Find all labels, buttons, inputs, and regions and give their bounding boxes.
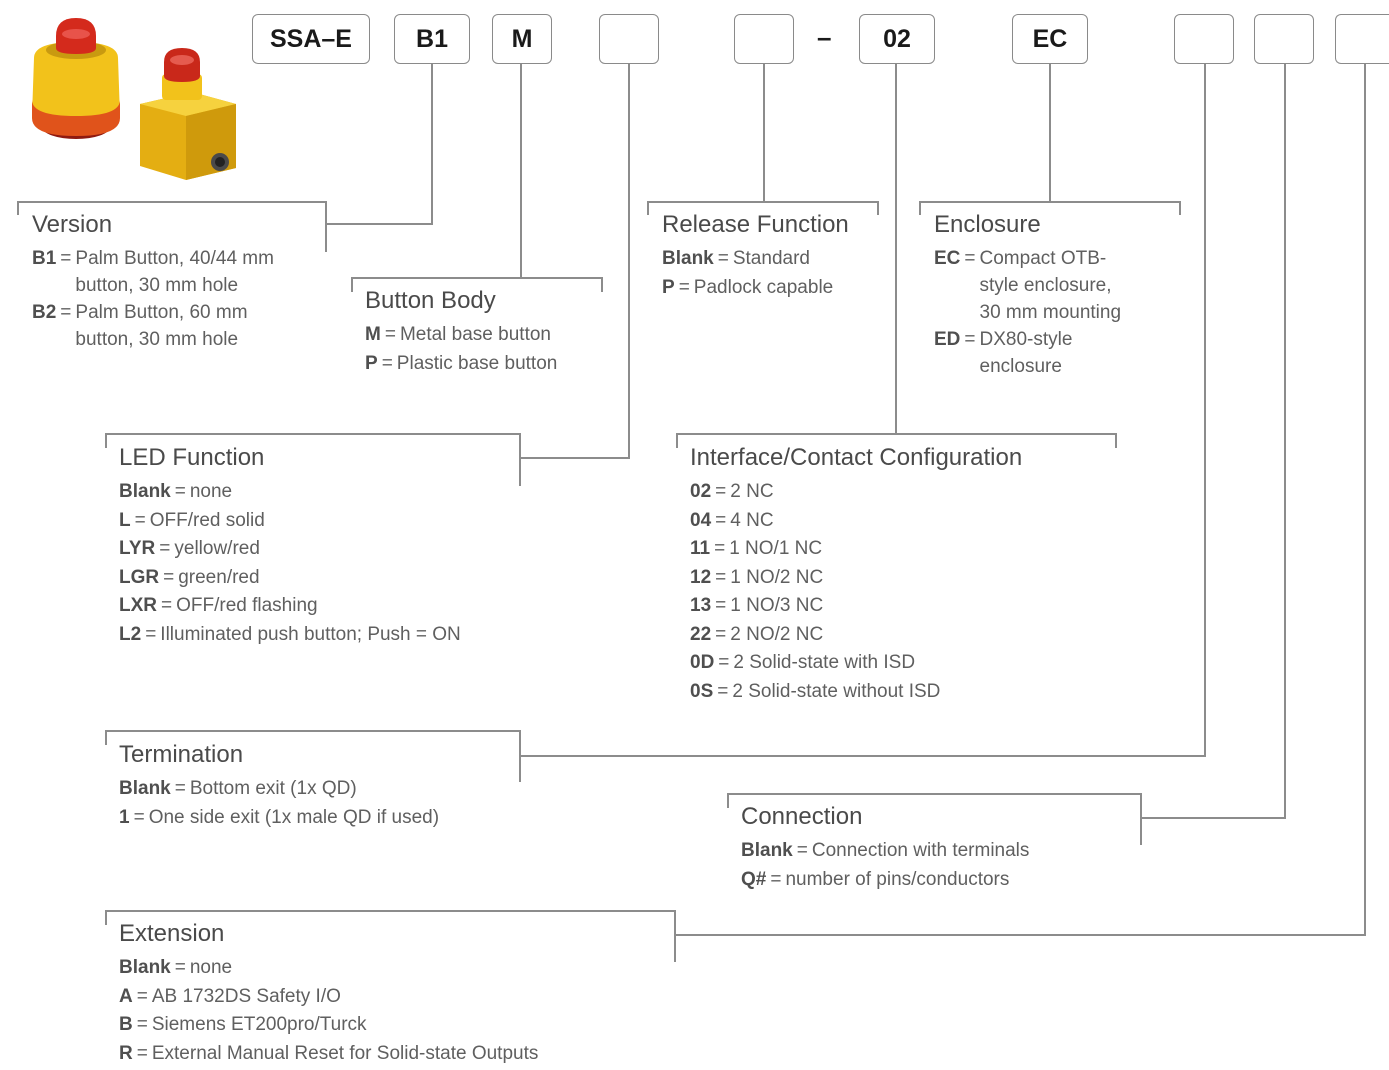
- led-function-option: Blank=none: [119, 481, 233, 502]
- code-separator: –: [817, 22, 832, 52]
- interface-title: Interface/Contact Configuration: [690, 444, 1023, 471]
- enclosure-group: Enclosure EC= Compact OTB-style enclosur…: [934, 211, 1121, 380]
- extension-group: Extension Blank=none A=AB 1732DS Safety …: [119, 920, 538, 1068]
- led-function-option: L2=Illuminated push button; Push = ON: [119, 623, 461, 645]
- interface-option: 12=1 NO/2 NC: [690, 566, 824, 588]
- code-box-connection: [1254, 14, 1314, 64]
- interface-option: 13=1 NO/3 NC: [690, 595, 824, 616]
- led-function-title: LED Function: [119, 444, 265, 471]
- led-function-option: L=OFF/red solid: [119, 509, 265, 531]
- code-box-model-prefix: SSA–E: [252, 14, 370, 64]
- emergency-stop-palm-button-image: [28, 12, 128, 147]
- interface-group: Interface/Contact Configuration 02=2 NC …: [690, 444, 1022, 706]
- extension-option: R=External Manual Reset for Solid-state …: [119, 1042, 539, 1064]
- interface-option: 04=4 NC: [690, 509, 774, 531]
- code-box-extension: [1335, 14, 1389, 64]
- connection-option: Q#=number of pins/conductors: [741, 868, 1010, 890]
- interface-option: 02=2 NC: [690, 481, 774, 502]
- emergency-stop-enclosure-image: [132, 44, 247, 189]
- button-body-option: P=Plastic base button: [365, 352, 558, 374]
- code-box-version: B1: [394, 14, 470, 64]
- connection-option: Blank=Connection with terminals: [741, 840, 1030, 861]
- button-body-option: M=Metal base button: [365, 324, 551, 345]
- connection-title: Connection: [741, 803, 863, 830]
- code-box-interface: 02: [859, 14, 935, 64]
- code-box-termination: [1174, 14, 1234, 64]
- button-body-title: Button Body: [365, 287, 496, 314]
- termination-option: 1=One side exit (1x male QD if used): [119, 806, 440, 828]
- extension-title: Extension: [119, 920, 225, 947]
- code-box-button-body: M: [492, 14, 552, 64]
- interface-option: 0S=2 Solid-state without ISD: [690, 680, 941, 702]
- code-box-led-function: [599, 14, 659, 64]
- connection-group: Connection Blank=Connection with termina…: [741, 803, 1029, 894]
- release-function-option: Blank=Standard: [662, 248, 810, 269]
- version-title: Version: [32, 211, 113, 238]
- led-function-option: LGR=green/red: [119, 566, 260, 588]
- extension-option: B=Siemens ET200pro/Turck: [119, 1014, 367, 1035]
- led-function-option: LYR=yellow/red: [119, 538, 260, 559]
- release-function-group: Release Function Blank=Standard P=Padloc…: [662, 211, 849, 302]
- button-body-group: Button Body M=Metal base button P=Plasti…: [365, 287, 557, 378]
- led-function-option: LXR=OFF/red flashing: [119, 595, 318, 616]
- interface-option: 22=2 NO/2 NC: [690, 623, 824, 645]
- interface-option: 0D=2 Solid-state with ISD: [690, 652, 916, 673]
- release-function-title: Release Function: [662, 211, 849, 238]
- termination-title: Termination: [119, 741, 244, 768]
- release-function-option: P=Padlock capable: [662, 276, 834, 298]
- code-box-enclosure: EC: [1012, 14, 1088, 64]
- extension-option: Blank=none: [119, 957, 233, 978]
- enclosure-option: EC= Compact OTB-style enclosure,30 mm mo…: [934, 248, 1122, 323]
- led-function-group: LED Function Blank=none L=OFF/red solid …: [119, 444, 461, 649]
- interface-option: 11=1 NO/1 NC: [690, 538, 823, 559]
- termination-option: Blank=Bottom exit (1x QD): [119, 778, 357, 799]
- code-box-release-function: [734, 14, 794, 64]
- enclosure-title: Enclosure: [934, 211, 1041, 238]
- extension-option: A=AB 1732DS Safety I/O: [119, 985, 341, 1007]
- termination-group: Termination Blank=Bottom exit (1x QD) 1=…: [119, 741, 439, 832]
